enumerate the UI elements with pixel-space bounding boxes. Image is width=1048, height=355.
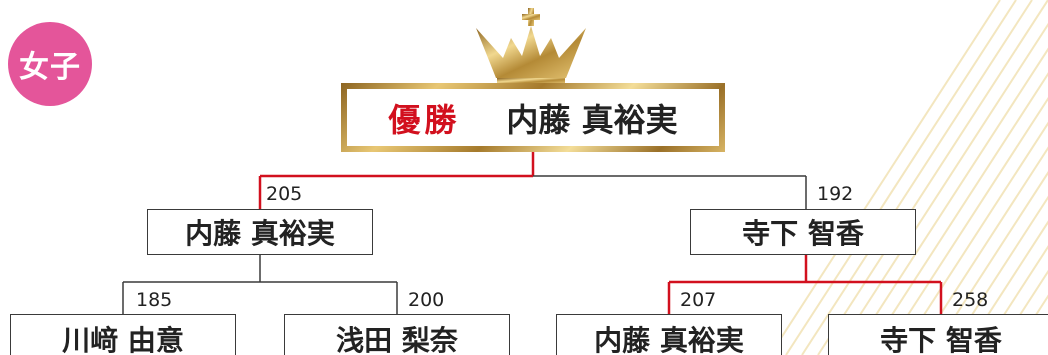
qf1-score: 185 <box>136 289 173 311</box>
champion-name: 内藤 真裕実 <box>506 100 678 139</box>
background-stripe <box>977 245 1048 355</box>
champion-box: 優勝 内藤 真裕実 <box>341 83 725 152</box>
semifinal-right-score: 192 <box>817 183 854 205</box>
qf3-player: 内藤 真裕実 <box>556 314 782 355</box>
background-stripe <box>897 121 1048 355</box>
background-stripe <box>961 220 1048 355</box>
background-stripe <box>993 269 1048 355</box>
background-stripe <box>849 47 1048 355</box>
qf3-score: 207 <box>680 289 717 311</box>
background-stripe <box>801 0 1033 355</box>
semifinal-left-score: 205 <box>266 183 303 205</box>
semifinal-right-player: 寺下 智香 <box>690 209 916 255</box>
background-stripe <box>913 146 1048 355</box>
qf4-score: 258 <box>952 289 989 311</box>
background-stripe <box>817 0 1048 355</box>
qf1-player: 川﨑 由意 <box>10 314 236 355</box>
semifinal-left-player: 内藤 真裕実 <box>147 209 373 255</box>
champion-label: 優勝 <box>388 100 461 139</box>
background-stripe <box>785 0 1017 355</box>
background-stripe <box>881 96 1048 355</box>
qf2-player: 浅田 梨奈 <box>284 314 510 355</box>
background-stripe <box>929 171 1048 355</box>
background-stripe <box>833 22 1048 355</box>
qf4-player: 寺下 智香 <box>828 314 1048 355</box>
champion-inner: 優勝 内藤 真裕実 <box>347 89 719 146</box>
background-stripe <box>945 195 1048 355</box>
background-stripe <box>865 72 1048 355</box>
qf2-score: 200 <box>408 289 445 311</box>
category-badge: 女子 <box>8 22 92 106</box>
background-stripe <box>769 0 1001 355</box>
